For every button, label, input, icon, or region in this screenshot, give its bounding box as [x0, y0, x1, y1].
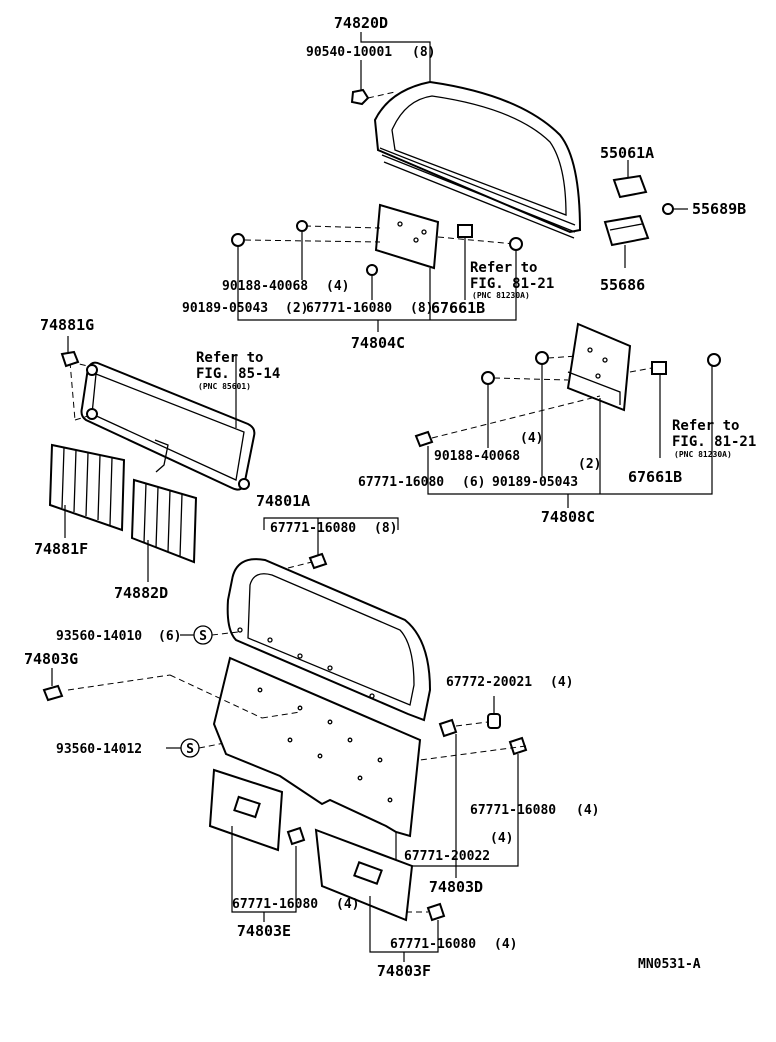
- label-90540: 90540-10001: [306, 45, 392, 60]
- label-74808C: 74808C: [541, 508, 595, 526]
- ref2-line3: (PNC 85601): [198, 382, 251, 391]
- label-67771-c: 67771-16080: [270, 521, 356, 536]
- part-74803D: [212, 656, 422, 838]
- label-74881G: 74881G: [40, 316, 94, 334]
- seal-mark-1-letter: S: [199, 629, 207, 644]
- label-90188-a: 90188-40068: [222, 279, 308, 294]
- ref3-line2: FIG. 81-21: [672, 434, 756, 450]
- label-74803E: 74803E: [237, 922, 291, 940]
- part-55061A: [612, 160, 648, 199]
- part-glass-frame: [80, 361, 256, 491]
- label-74803G: 74803G: [24, 650, 78, 668]
- label-67771-f: 67771-16080: [232, 897, 318, 912]
- label-67771-b-qty: (6): [462, 475, 485, 490]
- seal-mark-2-letter: S: [186, 742, 194, 757]
- clip-55689B: [662, 203, 688, 215]
- label-67771-d-qty: (4): [576, 803, 599, 818]
- label-67772-qty: (4): [550, 675, 573, 690]
- clip-74881G: [60, 336, 80, 368]
- label-74801A: 74801A: [256, 492, 310, 510]
- label-74803D: 74803D: [429, 878, 483, 896]
- part-55686: [603, 214, 650, 268]
- part-bracket-top: [374, 203, 440, 270]
- clip-74803G: [42, 668, 64, 702]
- label-90189-a-qty: (2): [285, 301, 308, 316]
- label-67661B-a: 67661B: [431, 299, 485, 317]
- label-74881F: 74881F: [34, 540, 88, 558]
- fasteners-74803D: [438, 713, 528, 756]
- clip-74803F: [426, 902, 446, 922]
- label-74803F: 74803F: [377, 962, 431, 980]
- label-67771-e-qty: (4): [490, 831, 513, 846]
- label-93560-a: 93560-14010: [56, 629, 142, 644]
- label-90189-b-qty: (2): [578, 457, 601, 472]
- ref3-line1: Refer to: [672, 418, 739, 434]
- clip-74801A: [308, 552, 328, 570]
- fasteners-right: [414, 351, 721, 448]
- label-55686: 55686: [600, 276, 645, 294]
- label-67771-c-qty: (8): [374, 521, 397, 536]
- label-74804C: 74804C: [351, 334, 405, 352]
- ref2-line2: FIG. 85-14: [196, 366, 280, 382]
- label-55689B: 55689B: [692, 200, 746, 218]
- label-90188-b: 90188-40068: [434, 449, 520, 464]
- label-90188-b-qty: (4): [520, 431, 543, 446]
- label-67771-g: 67771-16080: [390, 937, 476, 952]
- part-74820D-frame: [373, 80, 582, 239]
- nut-90540: [350, 88, 370, 106]
- part-74881F: [48, 443, 126, 532]
- part-74882D: [130, 478, 198, 564]
- label-90188-a-qty: (4): [326, 279, 349, 294]
- ref1-line3: (PNC 81230A): [472, 291, 530, 300]
- label-90189-a: 90189-05043: [182, 301, 268, 316]
- fastener-top-left: [231, 220, 523, 276]
- ref1-line1: Refer to: [470, 260, 537, 276]
- label-67661B-b: 67661B: [628, 468, 682, 486]
- label-67771-e: 67771-20022: [404, 849, 490, 864]
- part-74801A: [226, 558, 432, 722]
- label-93560-b: 93560-14012: [56, 742, 142, 757]
- label-67771-a: 67771-16080: [306, 301, 392, 316]
- label-74882D: 74882D: [114, 584, 168, 602]
- label-90189-b: 90189-05043: [492, 475, 578, 490]
- label-67771-d: 67771-16080: [470, 803, 556, 818]
- ref2-line1: Refer to: [196, 350, 263, 366]
- label-67771-g-qty: (4): [494, 937, 517, 952]
- label-74820D: 74820D: [334, 14, 388, 32]
- part-74803F: [314, 828, 414, 922]
- label-55061A: 55061A: [600, 144, 654, 162]
- label-93560-a-qty: (6): [158, 629, 181, 644]
- clip-74803E: [286, 826, 306, 846]
- ref1-line2: FIG. 81-21: [470, 276, 554, 292]
- label-67771-a-qty: (8): [410, 301, 433, 316]
- label-67771-b: 67771-16080: [358, 475, 444, 490]
- diagram-code: MN0531-A: [638, 957, 701, 972]
- part-bracket-right: [566, 322, 632, 412]
- ref3-line3: (PNC 81230A): [674, 450, 732, 459]
- label-90540-qty: (8): [412, 45, 435, 60]
- label-67772: 67772-20021: [446, 675, 532, 690]
- part-74803E: [208, 768, 284, 852]
- label-67771-f-qty: (4): [336, 897, 359, 912]
